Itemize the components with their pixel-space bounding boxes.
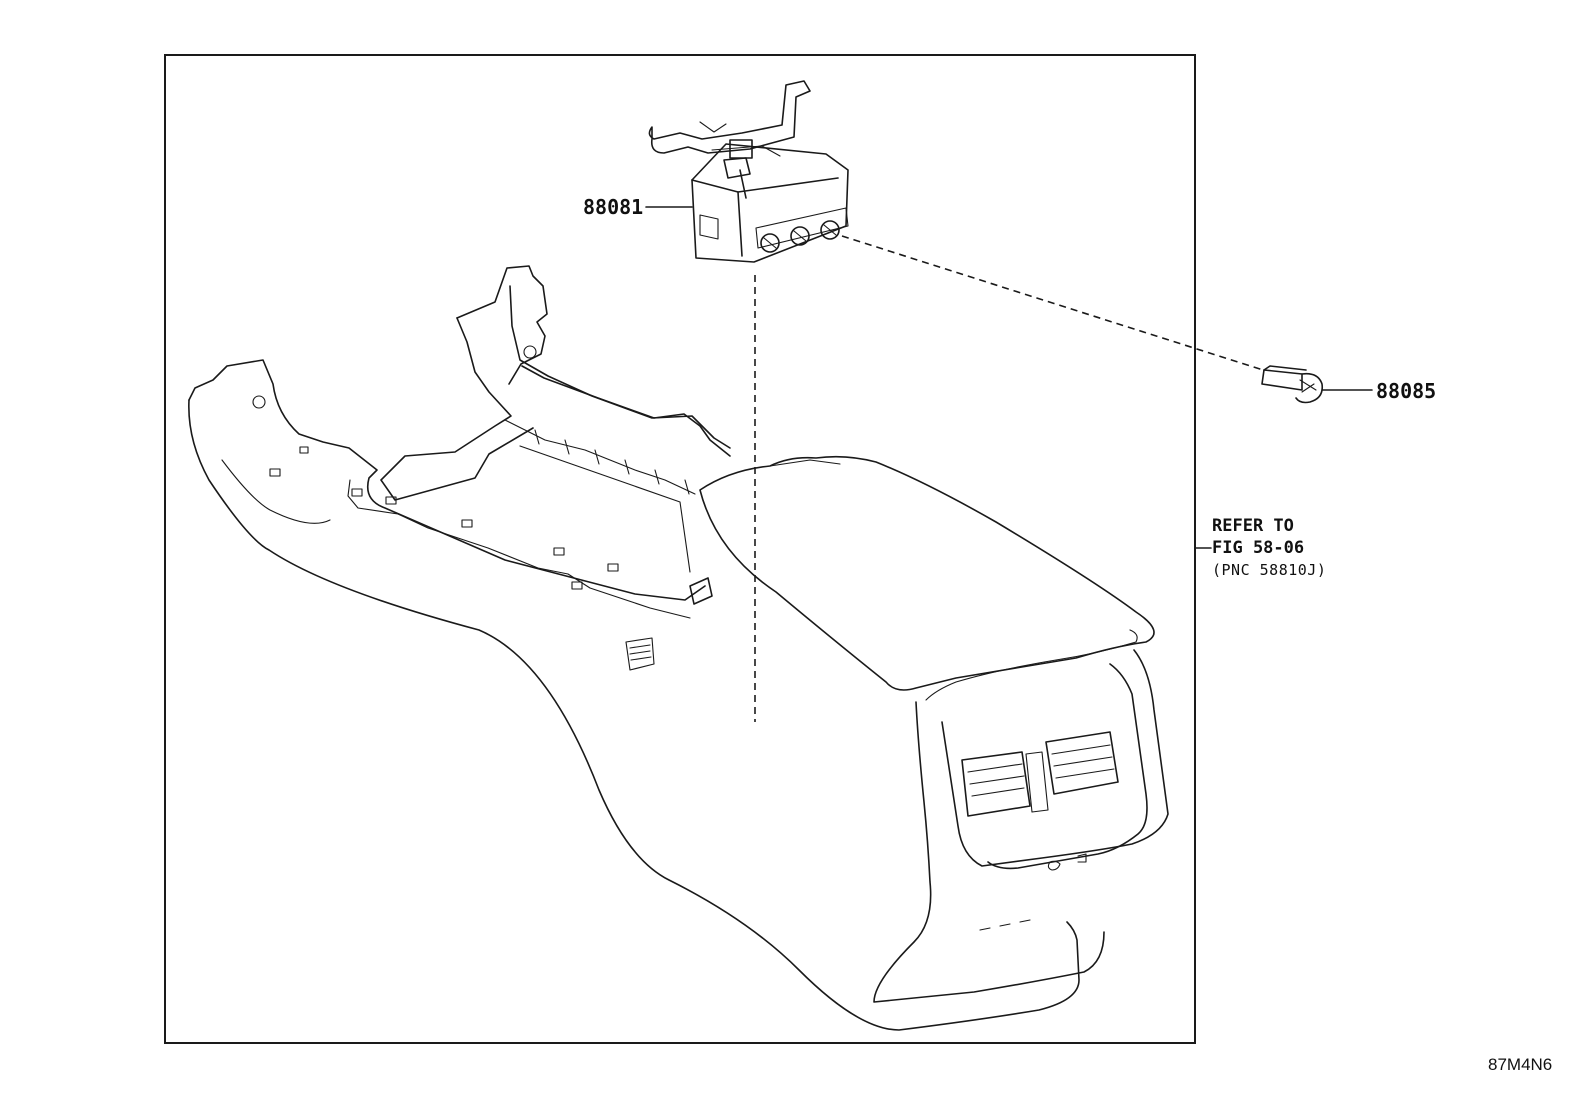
- reference-line-3: (PNC 58810J): [1212, 561, 1326, 579]
- center-console-drawing: [188, 265, 1169, 1031]
- diagram-frame: [164, 54, 1196, 1044]
- climate-control-unit-drawing: [648, 80, 849, 263]
- part-label-88081: 88081: [583, 195, 643, 219]
- small-clip-part-drawing: [1261, 365, 1324, 404]
- illustration-code: 87M4N6: [1488, 1055, 1552, 1074]
- part-label-88085: 88085: [1376, 379, 1436, 403]
- reference-line-2: FIG 58-06: [1212, 538, 1304, 558]
- reference-line-1: REFER TO: [1212, 516, 1294, 536]
